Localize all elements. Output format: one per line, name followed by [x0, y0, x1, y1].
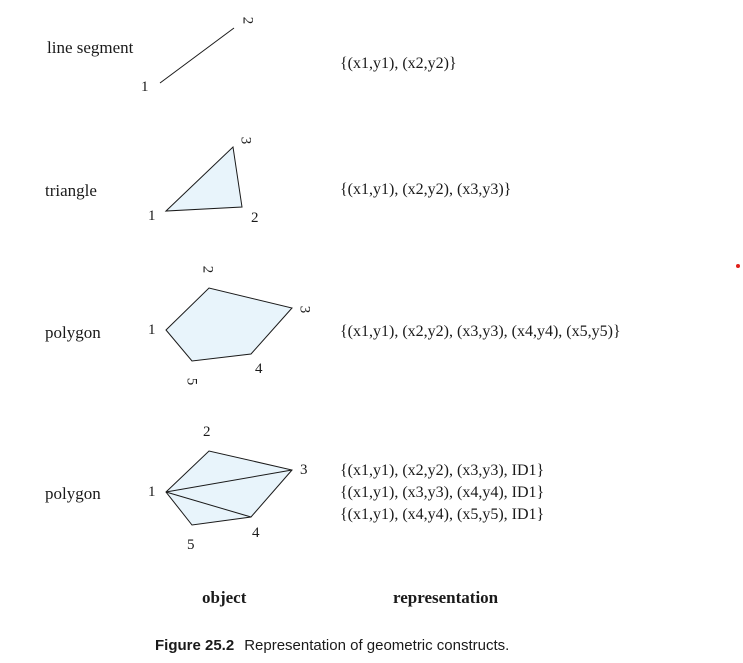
vertex-label-4: 4 [252, 525, 260, 541]
vertex-label-1: 1 [141, 79, 149, 95]
vertex-label-4: 4 [255, 361, 263, 377]
vertex-label-5: 5 [187, 537, 195, 553]
vertex-label-3: 3 [300, 462, 308, 478]
representation-triangle: {(x1,y1), (x2,y2), (x3,y3)} [340, 181, 512, 198]
representation-triangulated-2: {(x1,y1), (x3,y3), (x4,y4), ID1} [340, 484, 545, 501]
vertex-label-1: 1 [148, 322, 156, 338]
vertex-label-2: 2 [203, 424, 211, 440]
figure-caption-label: Figure 25.2 [155, 637, 235, 654]
row-label-polygon: polygon [45, 323, 101, 342]
vertex-label-3: 3 [296, 305, 313, 314]
figure-caption: Figure 25.2 Representation of geometric c… [155, 637, 509, 654]
polygon-shape [165, 287, 293, 362]
representation-triangulated-1: {(x1,y1), (x2,y2), (x3,y3), ID1} [340, 462, 545, 479]
triangulation-diagonal-1-3 [165, 469, 293, 493]
vertex-label-3: 3 [237, 136, 254, 145]
vertex-label-1: 1 [148, 484, 156, 500]
representation-line-segment: {(x1,y1), (x2,y2)} [340, 55, 457, 72]
representation-polygon: {(x1,y1), (x2,y2), (x3,y3), (x4,y4), (x5… [340, 323, 621, 340]
vertex-label-2: 2 [251, 210, 259, 226]
representation-triangulated-3: {(x1,y1), (x4,y4), (x5,y5), ID1} [340, 506, 545, 523]
row-label-line-segment: line segment [47, 38, 134, 57]
vertex-label-2: 2 [239, 16, 256, 25]
vertex-label-1: 1 [148, 208, 156, 224]
row-label-triangle: triangle [45, 181, 97, 200]
column-header-object: object [202, 588, 247, 607]
column-header-representation: representation [393, 588, 499, 607]
figure-caption-text: Representation of geometric constructs. [244, 637, 510, 654]
triangulated-polygon-shape [165, 450, 293, 526]
triangle-shape [164, 145, 243, 212]
row-label-polygon-triangulated: polygon [45, 484, 101, 503]
vertex-label-5: 5 [183, 377, 200, 386]
line-segment-shape [159, 27, 235, 84]
triangulation-diagonal-1-4 [165, 491, 252, 518]
red-dot-marker [736, 264, 740, 268]
vertex-label-2: 2 [199, 265, 216, 274]
